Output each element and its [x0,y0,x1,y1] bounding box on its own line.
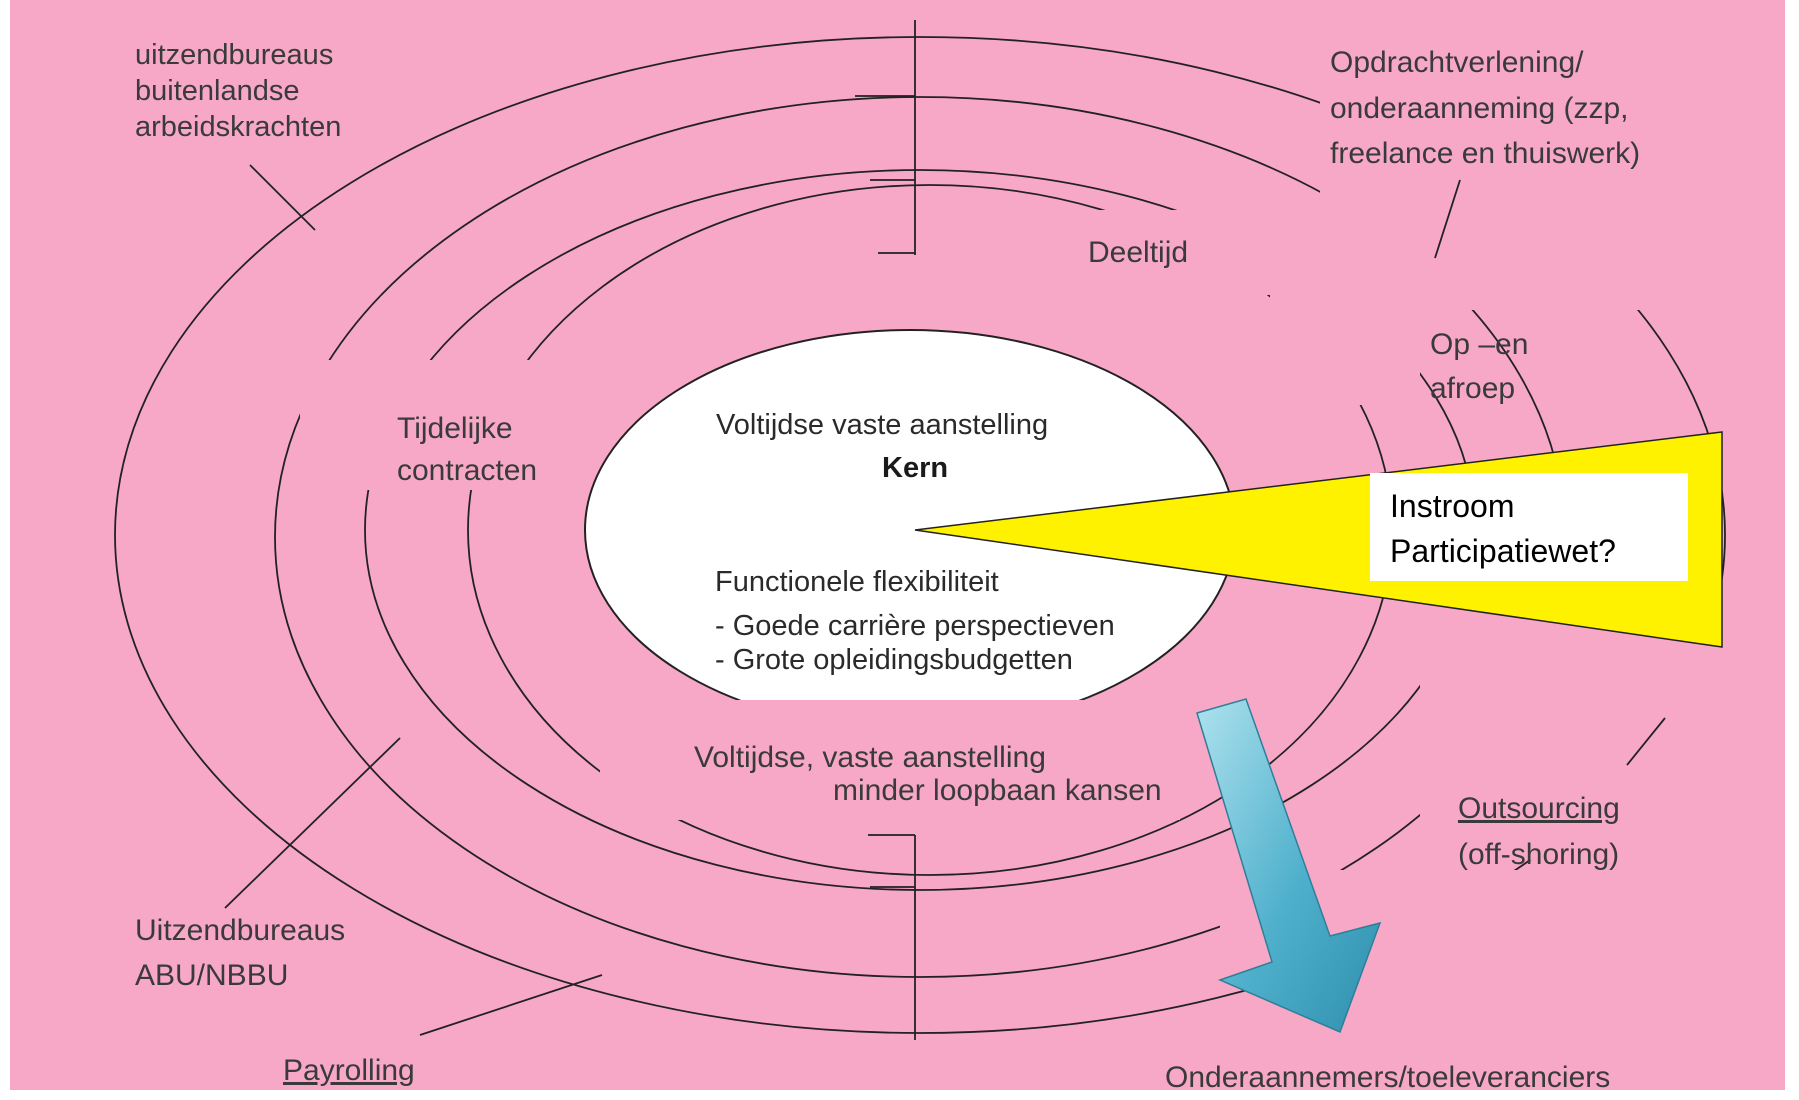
label-opdracht-1: Opdrachtverlening/ [1330,46,1584,79]
vertical-connectors [855,20,916,1040]
down-right-arrow-icon [1196,698,1382,1034]
label-oproep-2: afroep [1430,372,1515,405]
label-uitzend-foreign-1: uitzendbureaus [135,39,333,71]
label-tijdelijk-2: contracten [397,454,537,487]
callout-line-2: Participatiewet? [1390,533,1616,569]
label-uitzend-foreign-2: buitenlandse [135,75,299,107]
label-onderaannemers: Onderaannemers/toeleveranciers [1165,1061,1610,1094]
core-bullet-2: - Grote opleidingsbudgetten [715,644,1073,676]
core-bullet-1: - Goede carrière perspectieven [715,610,1115,642]
callout-box [1370,473,1688,581]
label-outsourcing-2: (off-shoring) [1458,838,1619,871]
core-flex: Functionele flexibiliteit [715,566,999,598]
label-deeltijd: Deeltijd [1088,236,1188,269]
label-payrolling: Payrolling [283,1054,415,1087]
label-uitzend-abu-2: ABU/NBBU [135,959,288,992]
ring-gaps [100,40,1740,1090]
label-outsourcing-1: Outsourcing [1458,792,1620,825]
label-opdracht-2: onderaanneming (zzp, [1330,92,1629,125]
label-vaste-minder-1: Voltijdse, vaste aanstelling [694,741,1046,774]
core-title: Voltijdse vaste aanstelling [716,409,1048,441]
leader-lines [224,164,1666,1036]
label-opdracht-3: freelance en thuiswerk) [1330,137,1640,170]
label-vaste-minder-2: minder loopbaan kansen [833,774,1162,807]
label-tijdelijk-1: Tijdelijke [397,412,513,445]
core-subtitle: Kern [882,452,948,484]
label-uitzend-foreign-3: arbeidskrachten [135,111,341,143]
ring-outer-4 [114,36,1726,1034]
label-uitzend-abu-1: Uitzendbureaus [135,914,345,947]
label-oproep-1: Op –en [1430,328,1528,361]
callout-line-1: Instroom [1390,488,1514,524]
